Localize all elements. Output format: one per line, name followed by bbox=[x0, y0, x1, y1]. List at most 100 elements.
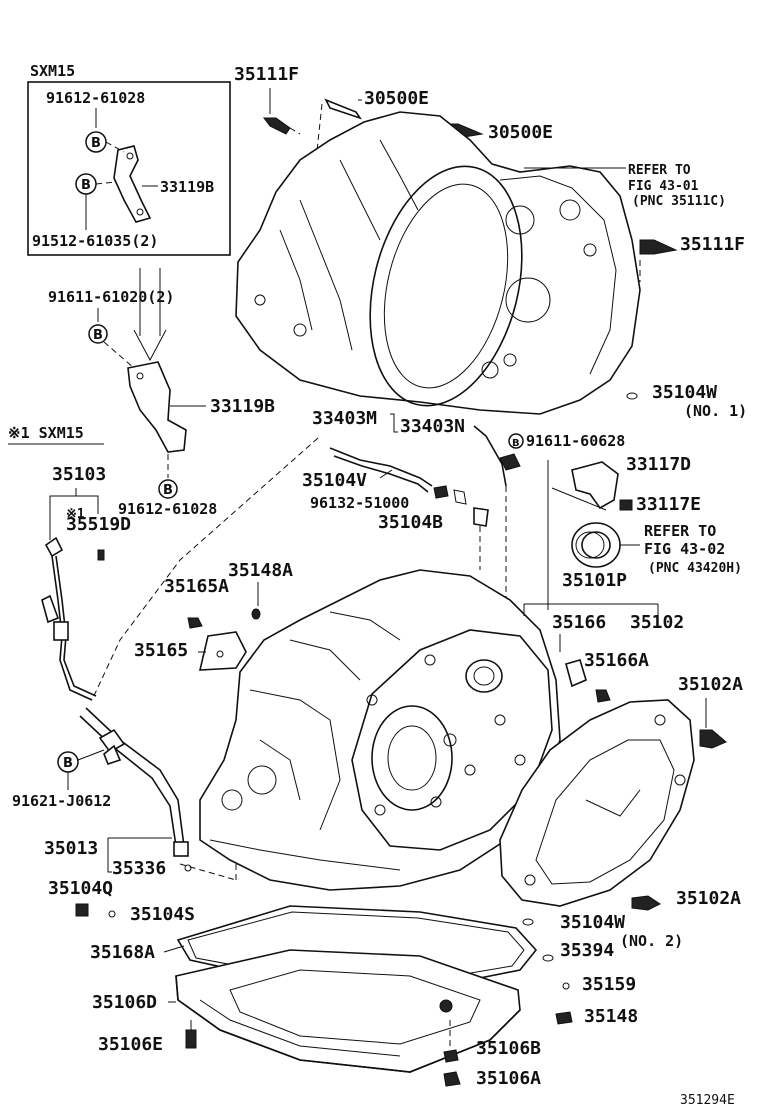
label-30500e-a[interactable]: 30500E bbox=[364, 88, 429, 109]
oil-pan-35106d bbox=[175, 949, 521, 1073]
svg-text:B: B bbox=[512, 438, 520, 449]
svg-text:B: B bbox=[63, 756, 73, 771]
label-91612-61028-top[interactable]: 91612-61028 bbox=[46, 89, 145, 107]
bracket-33119b-small bbox=[113, 145, 152, 223]
label-96132-51000[interactable]: 96132-51000 bbox=[310, 494, 409, 512]
plug-35104w-no1-icon bbox=[626, 392, 638, 400]
label-35165a[interactable]: 35165A bbox=[164, 576, 229, 597]
refer-note-1-line3: (PNC 35111C) bbox=[632, 194, 726, 209]
oil-level-gauge-guide-35013 bbox=[79, 707, 189, 857]
label-35111f-top[interactable]: 35111F bbox=[234, 64, 299, 85]
bolt-35111f-right-icon bbox=[639, 239, 678, 255]
label-35165[interactable]: 35165 bbox=[134, 640, 188, 661]
cover-35166-icon bbox=[565, 659, 587, 688]
label-no1: (NO. 1) bbox=[684, 402, 747, 420]
label-35101p[interactable]: 35101P bbox=[562, 570, 627, 591]
pipe-33403n bbox=[473, 425, 507, 487]
clip-96132-icon bbox=[433, 485, 449, 499]
refer-note-1-line1: REFER TO bbox=[628, 163, 691, 178]
label-35166[interactable]: 35166 bbox=[552, 612, 606, 633]
label-35104w-no2[interactable]: 35104W bbox=[560, 912, 625, 933]
bolt-35166a-icon bbox=[595, 689, 611, 703]
bolt-35102a-top-icon bbox=[699, 729, 727, 749]
gasket-35159-icon bbox=[562, 982, 570, 990]
bolt-b-badge-icon: B bbox=[158, 479, 178, 499]
bolt-33117e-icon bbox=[619, 499, 633, 511]
refer-note-1-line2[interactable]: FIG 43-01 bbox=[628, 179, 699, 194]
plug-35104b-icon bbox=[473, 507, 489, 527]
bracket-33119b bbox=[127, 361, 187, 453]
label-35102a-top[interactable]: 35102A bbox=[678, 674, 743, 695]
bolt-b-badge-icon: B bbox=[75, 173, 97, 195]
label-35111f-right[interactable]: 35111F bbox=[680, 234, 745, 255]
svg-text:B: B bbox=[81, 178, 91, 193]
label-35148[interactable]: 35148 bbox=[584, 1006, 638, 1027]
label-35394[interactable]: 35394 bbox=[560, 940, 614, 961]
dipstick-35103 bbox=[41, 536, 97, 701]
label-35102a-bottom[interactable]: 35102A bbox=[676, 888, 741, 909]
label-no2: (NO. 2) bbox=[620, 932, 683, 950]
label-35106d[interactable]: 35106D bbox=[92, 992, 157, 1013]
o-ring-35519d-icon bbox=[97, 549, 105, 561]
label-35106e[interactable]: 35106E bbox=[98, 1034, 163, 1055]
bolt-30500e-icon bbox=[324, 98, 362, 120]
note-mark: ※1 bbox=[66, 507, 85, 522]
label-91612-61028-bottom[interactable]: 91612-61028 bbox=[118, 500, 217, 518]
label-35104q[interactable]: 35104Q bbox=[48, 878, 113, 899]
refer-note-2-line1: REFER TO bbox=[644, 522, 716, 540]
down-arrows-icon bbox=[133, 268, 167, 362]
label-35519d[interactable]: 35519D bbox=[66, 514, 131, 535]
label-35168a[interactable]: 35168A bbox=[90, 942, 155, 963]
bracket-33117d bbox=[571, 461, 619, 510]
bolt-b-badge-icon: B bbox=[85, 131, 107, 153]
label-33403n[interactable]: 33403N bbox=[400, 416, 465, 437]
hose-35104v bbox=[329, 447, 433, 487]
figure-id: 351294E bbox=[680, 1093, 735, 1108]
plug-35104q-icon bbox=[75, 903, 89, 917]
label-35104b[interactable]: 35104B bbox=[378, 512, 443, 533]
plug-35148a-icon bbox=[251, 608, 261, 620]
label-91611-60628[interactable]: 91611-60628 bbox=[526, 432, 625, 450]
label-33117e[interactable]: 33117E bbox=[636, 494, 701, 515]
label-91512-61035[interactable]: 91512-61035(2) bbox=[32, 232, 158, 250]
sxm15-box-title: SXM15 bbox=[30, 62, 75, 80]
bolt-b-badge-icon: B bbox=[57, 751, 79, 773]
label-35104s[interactable]: 35104S bbox=[130, 904, 195, 925]
label-33403m[interactable]: 33403M bbox=[312, 408, 377, 429]
bolt-b-badge-icon: B bbox=[508, 433, 524, 449]
label-35103[interactable]: 35103 bbox=[52, 464, 106, 485]
bolt-b-badge-icon: B bbox=[88, 324, 108, 344]
label-35104w-no1[interactable]: 35104W bbox=[652, 382, 717, 403]
label-35104v[interactable]: 35104V bbox=[302, 470, 367, 491]
sxm15-note: ※1 SXM15 bbox=[8, 424, 84, 442]
o-ring-35336-icon bbox=[184, 864, 192, 872]
bolt-35102a-bottom-icon bbox=[631, 895, 661, 911]
magnet-35394-icon bbox=[542, 954, 554, 962]
label-35102[interactable]: 35102 bbox=[630, 612, 684, 633]
svg-text:B: B bbox=[91, 136, 101, 151]
refer-note-2-line2[interactable]: FIG 43-02 bbox=[644, 540, 725, 558]
bolt-35111f-icon bbox=[263, 117, 291, 135]
label-30500e-b[interactable]: 30500E bbox=[488, 122, 553, 143]
label-35159[interactable]: 35159 bbox=[582, 974, 636, 995]
label-35166a[interactable]: 35166A bbox=[584, 650, 649, 671]
label-33117d[interactable]: 33117D bbox=[626, 454, 691, 475]
label-35336[interactable]: 35336 bbox=[112, 858, 166, 879]
label-91611-61020[interactable]: 91611-61020(2) bbox=[48, 288, 174, 306]
label-33119b-main[interactable]: 33119B bbox=[210, 396, 275, 417]
label-35106b[interactable]: 35106B bbox=[476, 1038, 541, 1059]
plug-35106a-icon bbox=[443, 1071, 461, 1087]
label-33119b-top[interactable]: 33119B bbox=[160, 178, 214, 196]
svg-text:B: B bbox=[93, 328, 103, 343]
label-35148a[interactable]: 35148A bbox=[228, 560, 293, 581]
refer-note-2-line3: (PNC 43420H) bbox=[648, 561, 742, 576]
plug-35104w-no2-icon bbox=[522, 918, 534, 926]
bolt-35165a-icon bbox=[187, 617, 203, 629]
svg-text:B: B bbox=[163, 483, 173, 498]
label-91621-j0612[interactable]: 91621-J0612 bbox=[12, 792, 111, 810]
label-35106a[interactable]: 35106A bbox=[476, 1068, 541, 1089]
oil-seal-ring-icon bbox=[571, 522, 621, 568]
label-35013[interactable]: 35013 bbox=[44, 838, 98, 859]
